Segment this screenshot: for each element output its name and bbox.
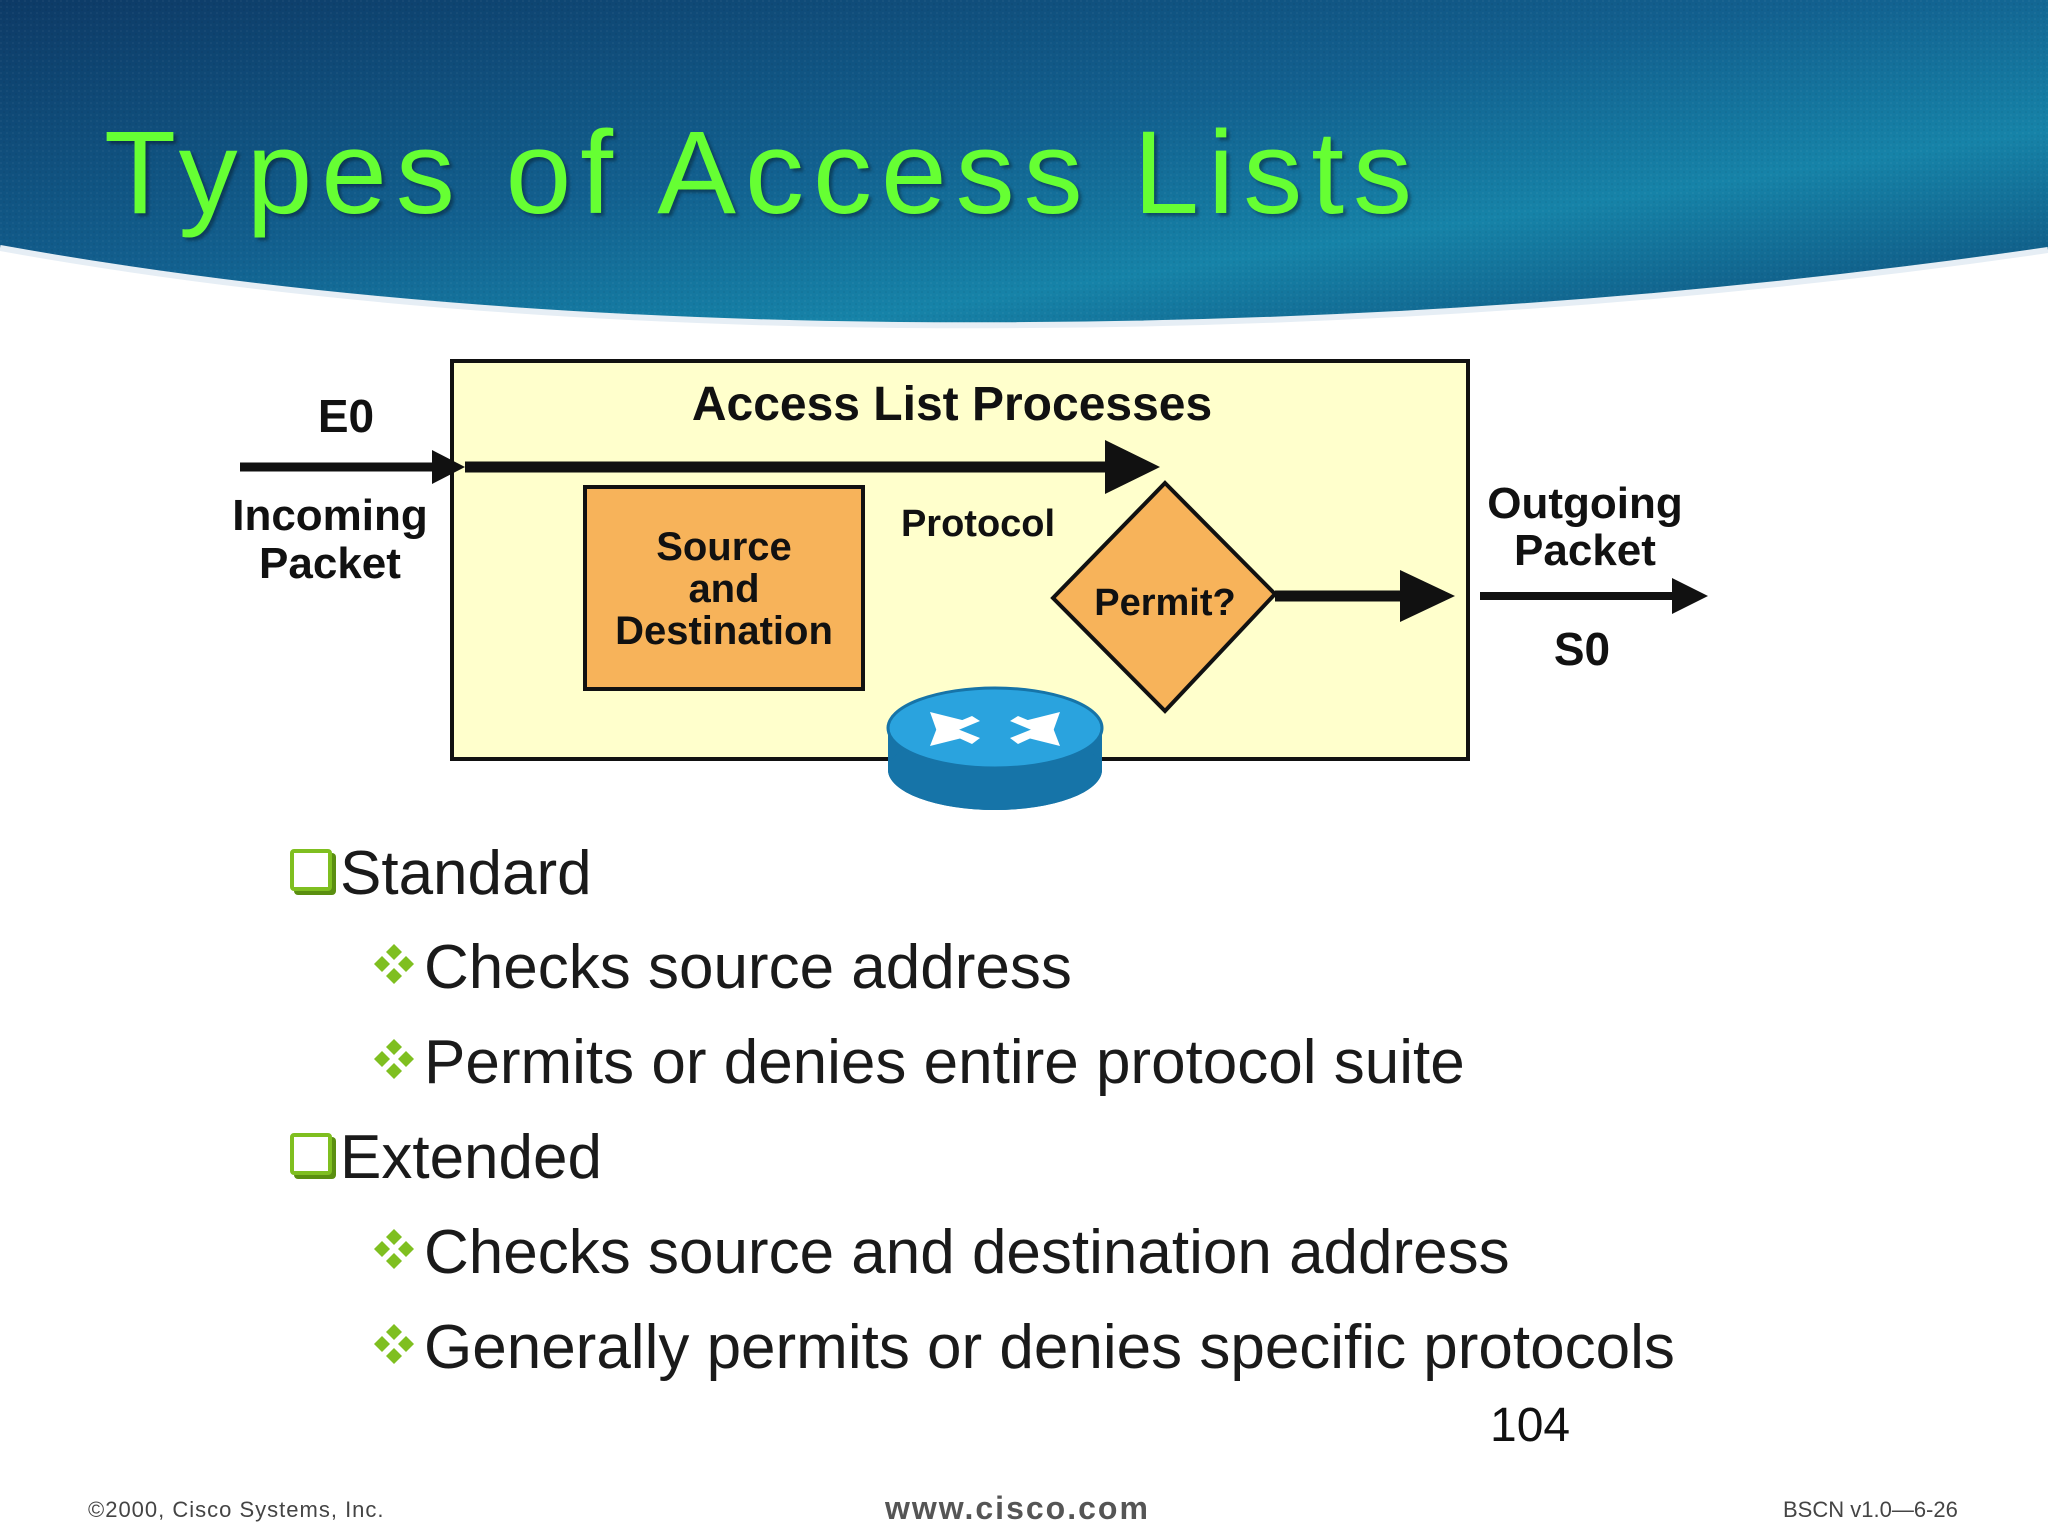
permit-label: Permit? (1094, 582, 1235, 624)
incoming-label-1: Incoming (232, 491, 428, 540)
four-diamond-icon (374, 1228, 414, 1269)
outgoing-label-1: Outgoing (1487, 479, 1683, 528)
list-item-extended: Extended (290, 1122, 602, 1193)
bullet-text: Checks source address (424, 933, 1072, 1002)
bullet-label: Standard (340, 839, 592, 908)
bullet-text: Checks source and destination address (424, 1218, 1510, 1287)
list-item: Permits or denies entire protocol suite (372, 1027, 1465, 1098)
input-interface-label: E0 (318, 390, 374, 442)
source-destination-box (583, 485, 865, 691)
incoming-arrowhead (432, 450, 465, 484)
copyright-text: ©2000, Cisco Systems, Inc. (88, 1497, 385, 1522)
square-box-icon (290, 1132, 332, 1175)
list-item-standard: Standard (290, 838, 592, 909)
slide-title: Types of Access Lists (104, 107, 1422, 239)
website-link[interactable]: www.cisco.com (885, 1490, 1150, 1526)
list-item: Checks source and destination address (372, 1217, 1510, 1288)
permit-arrowhead (1400, 570, 1455, 622)
process-arrowhead (1105, 440, 1160, 494)
outgoing-arrowhead (1672, 578, 1708, 614)
four-diamond-icon (374, 1038, 414, 1079)
source-line-2: and (688, 567, 759, 611)
permit-decision-diamond (1050, 480, 1278, 714)
access-list-diagram: Access List Processes E0 Incoming Packet… (232, 359, 1708, 810)
list-item: Generally permits or denies specific pro… (372, 1312, 1675, 1383)
outgoing-label-2: Packet (1514, 526, 1656, 575)
bullet-text: Generally permits or denies specific pro… (424, 1313, 1675, 1382)
list-item: Checks source address (372, 932, 1072, 1003)
source-line-1: Source (656, 525, 792, 569)
bullet-text: Permits or denies entire protocol suite (424, 1028, 1465, 1097)
four-diamond-icon (374, 1323, 414, 1364)
bullet-label: Extended (340, 1123, 602, 1192)
course-code: BSCN v1.0—6-26 (1783, 1497, 1958, 1522)
incoming-label-2: Packet (259, 539, 401, 588)
square-box-icon (290, 848, 332, 891)
source-line-3: Destination (615, 609, 833, 653)
header-banner (0, 0, 2048, 329)
four-diamond-icon (374, 943, 414, 984)
box-title: Access List Processes (692, 378, 1212, 431)
output-interface-label: S0 (1554, 623, 1610, 675)
router-icon (886, 686, 1104, 810)
page-number: 104 (1490, 1399, 1571, 1452)
protocol-label: Protocol (901, 503, 1055, 545)
